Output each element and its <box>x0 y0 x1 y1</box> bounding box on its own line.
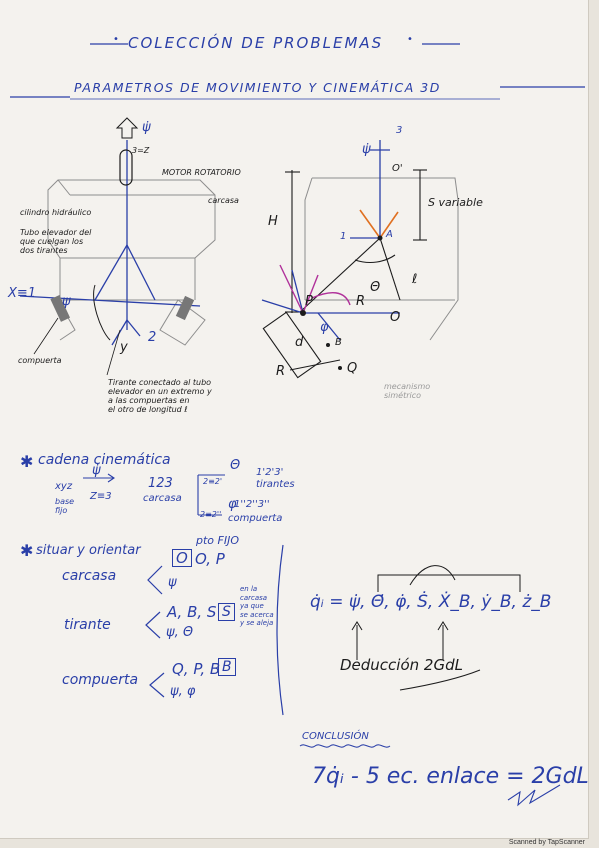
right-psi-dot: ψ̇ <box>362 142 371 157</box>
situar-tirante: tirante <box>64 617 111 633</box>
tirante-points: A, B, S <box>167 603 217 621</box>
point-p-label: P <box>305 294 313 309</box>
cadena-compuerta: compuerta <box>228 513 283 524</box>
motor-label: MOTOR ROTATORIO <box>162 168 241 177</box>
situar-heading: situar y orientar <box>36 543 141 558</box>
length-l-label: ℓ <box>412 272 418 287</box>
point-o-label: O <box>390 310 401 325</box>
theta-label: Θ <box>370 280 381 295</box>
tirantes-base: 1'2'3' <box>256 467 284 478</box>
gdl-equation: q̇ᵢ = ψ̇, Θ̇, φ̇, Ṡ, Ẋ_B, ẏ_B, ż_B <box>310 592 552 612</box>
bullet-left-icon: • <box>113 34 121 45</box>
x-axis-label: X≡1 <box>8 286 37 301</box>
boxed-s: S <box>218 603 235 621</box>
z2pp-label: 2≡2'' <box>200 510 222 519</box>
axis-1-label: 1 <box>340 231 347 242</box>
deduccion-label: Deducción 2GdL <box>340 656 463 674</box>
cadena-theta: Θ <box>230 458 241 473</box>
conclusion-equation: 7q̇ᵢ - 5 ec. enlace = 2GdL <box>312 764 589 789</box>
cadena-heading: cadena cinemática <box>38 452 171 468</box>
compuerta-angles: ψ, φ <box>170 684 196 699</box>
s-variable-label: S variable <box>428 196 483 209</box>
bullet-right-icon: • <box>407 34 415 45</box>
situar-heading-star: ✱ <box>20 541 34 560</box>
r-small-label: R <box>276 364 286 379</box>
cadena-phi: φ <box>228 497 237 512</box>
compuerta-base: 1''2''3'' <box>234 499 270 510</box>
boxed-b: B <box>218 658 236 676</box>
left-axis-label: 3=Z <box>132 146 150 155</box>
point-q-label: Q <box>347 361 358 376</box>
scanner-footer: Scanned by TapScanner <box>508 839 585 846</box>
conclusion-heading: CONCLUSIÓN <box>302 731 369 742</box>
z2-label: 2≡2' <box>203 477 223 486</box>
boxed-o: O <box>172 549 192 567</box>
page-title: COLECCIÓN DE PROBLEMAS <box>128 34 384 52</box>
cadena-carcasa: carcasa <box>143 493 182 504</box>
compuerta-label: compuerta <box>18 356 62 365</box>
h-label: H <box>268 214 278 229</box>
xyz-label: xyz <box>55 481 73 492</box>
situar-compuerta: compuerta <box>62 672 139 688</box>
axis-3-label: 3 <box>396 125 403 136</box>
cilindro-label: cilindro hidráulico <box>20 208 92 217</box>
left-num-2: 2 <box>148 330 157 345</box>
tirante-angles: ψ, Θ <box>166 625 194 640</box>
r-label: R <box>356 294 366 309</box>
phi-label: φ <box>320 320 329 335</box>
compuerta-points: Q, P, B <box>172 660 221 678</box>
point-b-label: B <box>335 337 342 348</box>
paper-sheet <box>0 0 589 839</box>
d-label: d <box>295 335 304 350</box>
carcasa-label: carcasa <box>208 196 239 205</box>
cadena-psi-dot: ψ̇ <box>92 463 101 478</box>
left-psi-dot: ψ̇ <box>142 120 151 135</box>
cadena-heading-star: ✱ <box>20 452 34 471</box>
page-subtitle: PARAMETROS DE MOVIMIENTO Y CINEMÁTICA 3D <box>74 80 441 95</box>
y-label: y <box>120 340 128 355</box>
z3-label: Z≡3 <box>90 491 112 502</box>
point-a-label: A <box>386 229 393 240</box>
o-prime-label: O' <box>392 163 403 174</box>
tirantes-label: tirantes <box>256 479 295 490</box>
carcasa-angles: ψ <box>168 575 177 590</box>
pto-fijo-label: pto FIJO <box>196 534 239 547</box>
situar-carcasa: carcasa <box>62 568 117 584</box>
left-psi: ψ <box>62 294 71 309</box>
carcasa-points: O, P <box>195 550 225 568</box>
b123-label: 123 <box>148 476 173 491</box>
